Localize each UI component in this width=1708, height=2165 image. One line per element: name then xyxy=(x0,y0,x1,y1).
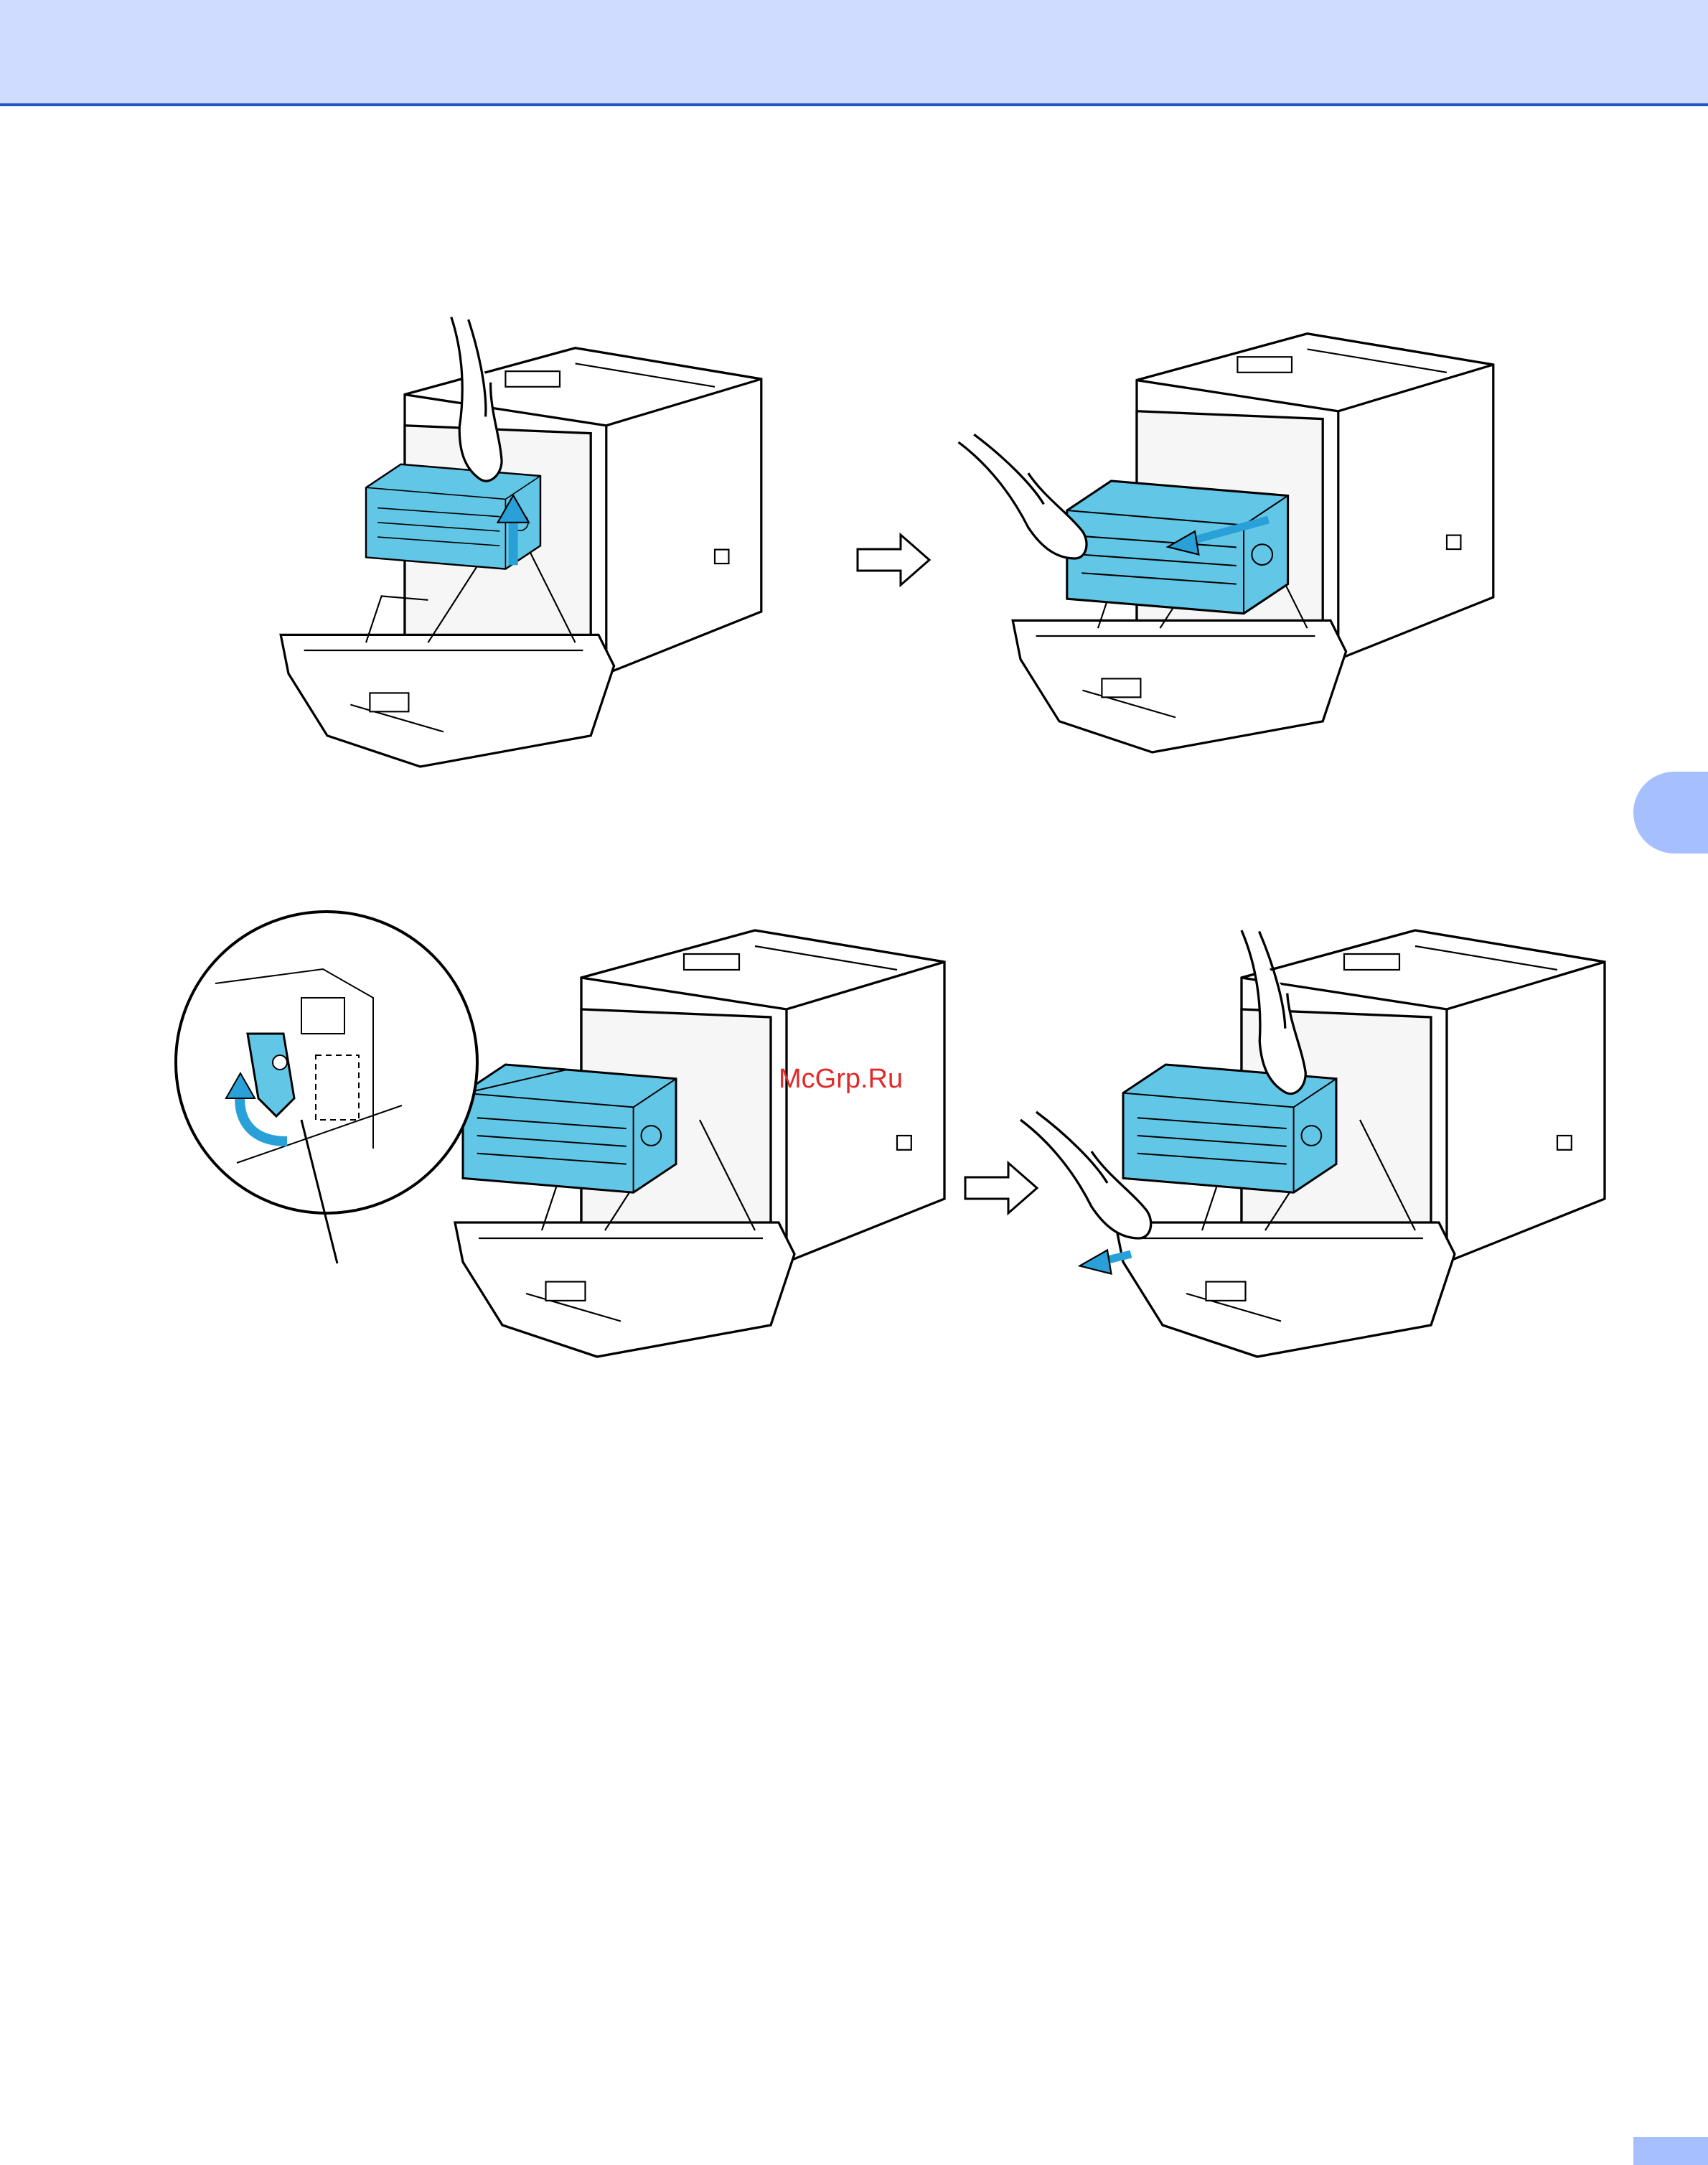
figure-4-printer-illustration xyxy=(1020,923,1605,1357)
figure-1-printer-illustration xyxy=(281,311,761,767)
watermark-text: McGrp.Ru xyxy=(779,1064,903,1095)
right-arrow-icon-1 xyxy=(858,535,929,585)
figure-2-printer-illustration xyxy=(959,334,1493,752)
right-arrow-icon-2 xyxy=(965,1163,1037,1213)
figure-3-printer-illustration xyxy=(455,930,944,1357)
